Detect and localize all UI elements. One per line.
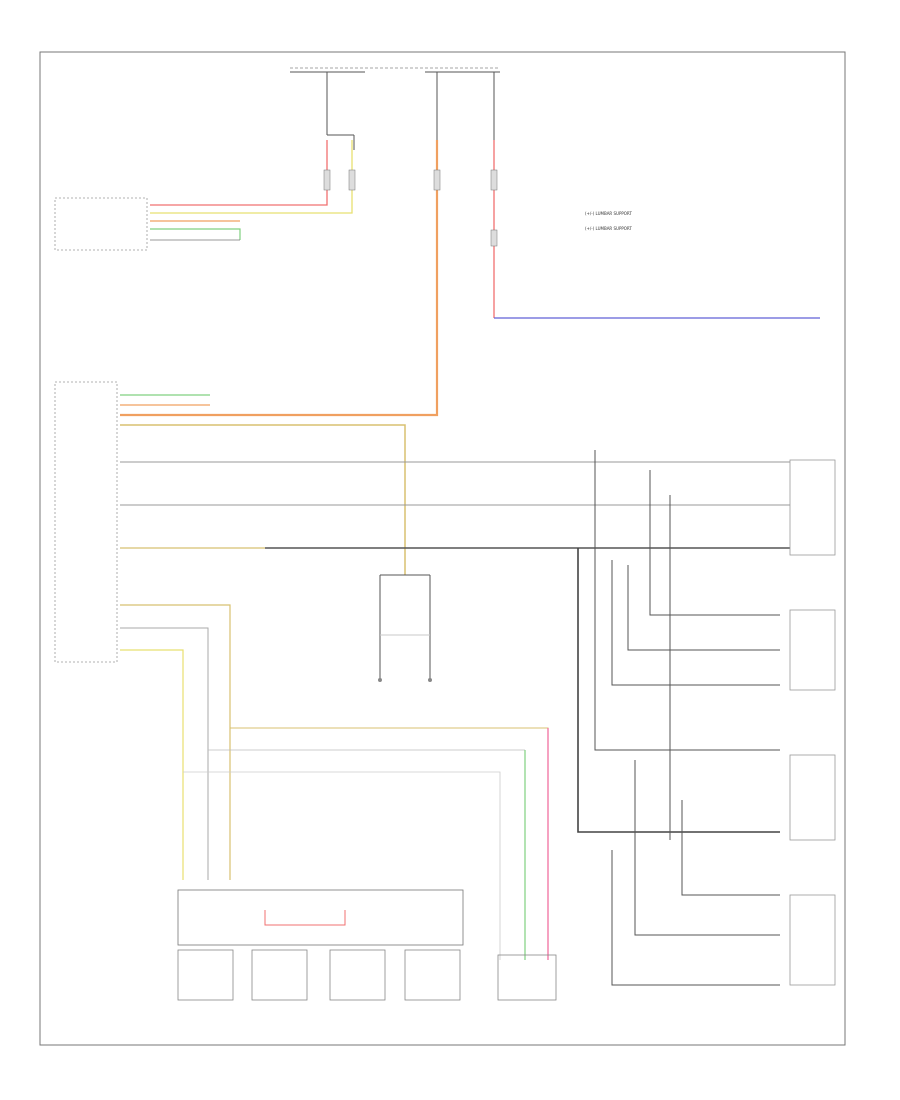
legend: (+/-) LUMBAR SUPPORT (+/-) LUMBAR SUPPOR…	[585, 211, 632, 231]
module-left-top	[54, 197, 148, 251]
legend-item-1: (+/-) LUMBAR SUPPORT	[585, 211, 632, 216]
wire-green-mod1	[150, 228, 241, 240]
legend-item-2: (+/-) LUMBAR SUPPORT	[585, 226, 632, 231]
module-right-4	[789, 894, 836, 986]
fuse-box-right	[425, 71, 500, 140]
fuse-connectors	[323, 169, 498, 247]
wire-gray-horizontal2	[183, 771, 501, 960]
wire-red-fuse1	[150, 140, 328, 206]
wire-orange-fuse2	[120, 140, 439, 417]
module-left-mid	[54, 381, 118, 663]
module-bottom-right	[497, 954, 557, 1001]
wire-tan-left	[120, 424, 406, 575]
module-right-1	[789, 459, 836, 556]
fuse-box-left	[290, 67, 500, 150]
module-right-3	[789, 754, 836, 841]
bottom-switch-group	[177, 889, 464, 1001]
diagram-frame	[39, 51, 846, 1046]
right-bus	[577, 450, 780, 986]
wire-yellow-fuse1b	[150, 140, 353, 214]
wire-yellow-lower	[120, 649, 184, 880]
wire-gray-lower	[120, 627, 209, 880]
wire-tan-lower	[120, 604, 231, 880]
module-right-2	[789, 609, 836, 691]
relay-block	[378, 574, 432, 682]
